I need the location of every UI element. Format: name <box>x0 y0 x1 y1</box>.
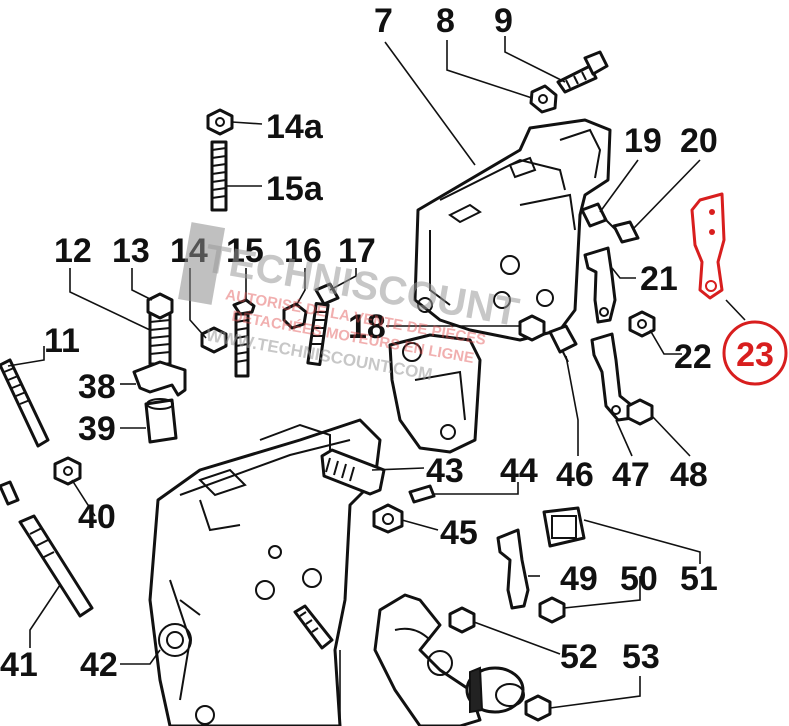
stud-part-15a <box>210 140 228 212</box>
pin-part-44 <box>408 484 436 504</box>
label-51: 51 <box>680 560 718 598</box>
label-38: 38 <box>78 368 116 406</box>
nut-part-52 <box>448 606 476 634</box>
bush-part-39 <box>144 398 178 444</box>
nut-part-18 <box>518 314 546 342</box>
nut-part-13 <box>146 292 174 320</box>
screw-part-20 <box>603 217 640 244</box>
label-15a: 15a <box>266 170 324 208</box>
label-42: 42 <box>80 646 118 684</box>
label-16: 16 <box>284 232 322 270</box>
label-13: 13 <box>112 232 150 270</box>
bolt-part-17 <box>306 282 340 367</box>
bolt-part-9 <box>556 50 609 94</box>
label-12: 12 <box>54 232 92 270</box>
stud-part-41 <box>0 480 94 618</box>
lower-housing-part-42 <box>148 418 382 726</box>
lever-assembly <box>373 593 525 726</box>
nut-part-16 <box>282 302 308 330</box>
nut-part-45 <box>372 503 404 534</box>
leader-lines <box>7 36 746 726</box>
highlight-circle <box>722 320 788 386</box>
nut-part-8 <box>529 84 558 114</box>
label-41: 41 <box>0 646 38 684</box>
stud-part-11 <box>0 358 50 448</box>
label-18: 18 <box>348 308 386 346</box>
label-50: 50 <box>620 560 658 598</box>
label-39: 39 <box>78 410 116 448</box>
label-52: 52 <box>560 638 598 676</box>
label-7: 7 <box>374 2 393 40</box>
label-20: 20 <box>680 122 718 160</box>
label-40: 40 <box>78 498 116 536</box>
pad-part-51 <box>542 506 586 548</box>
label-22: 22 <box>674 338 712 376</box>
nut-part-53 <box>524 694 552 722</box>
label-43: 43 <box>426 452 464 490</box>
label-11: 11 <box>44 322 80 360</box>
label-45: 45 <box>440 514 478 552</box>
label-53: 53 <box>622 638 660 676</box>
label-15: 15 <box>226 232 264 270</box>
bracket-part-38 <box>132 360 187 397</box>
label-47: 47 <box>612 456 650 494</box>
stud-part-15 <box>232 298 256 378</box>
nut-part-14a <box>206 108 234 136</box>
label-14a: 14a <box>266 108 324 146</box>
housing-part-7 <box>413 118 612 342</box>
label-44: 44 <box>500 452 538 490</box>
label-23: 23 <box>736 336 774 374</box>
nut-part-48 <box>626 398 654 426</box>
label-48: 48 <box>670 456 708 494</box>
nut-part-50 <box>538 596 566 624</box>
screw-part-12 <box>148 312 172 366</box>
nut-part-40 <box>53 456 82 486</box>
label-8: 8 <box>436 2 455 40</box>
bracket-part-23-highlighted <box>690 192 726 300</box>
label-9: 9 <box>494 2 513 40</box>
label-19: 19 <box>624 122 662 160</box>
nut-part-22 <box>628 310 656 338</box>
bolt-part-46 <box>548 324 578 363</box>
bracket-part-21 <box>583 246 617 324</box>
cover-plate <box>388 333 482 454</box>
part-number-labels: 7 8 9 14a 15a 19 20 12 13 14 15 16 17 21… <box>0 2 788 684</box>
bolt-part-43 <box>320 448 386 496</box>
label-21: 21 <box>640 260 678 298</box>
bracket-part-47 <box>590 332 634 422</box>
bracket-part-49 <box>496 528 530 610</box>
label-49: 49 <box>560 560 598 598</box>
nut-part-14 <box>200 326 228 354</box>
watermark-logo-block <box>178 222 226 305</box>
label-17: 17 <box>338 232 376 270</box>
stud-bottom-center <box>293 604 334 650</box>
label-46: 46 <box>556 456 594 494</box>
bush-part-19 <box>580 202 608 228</box>
